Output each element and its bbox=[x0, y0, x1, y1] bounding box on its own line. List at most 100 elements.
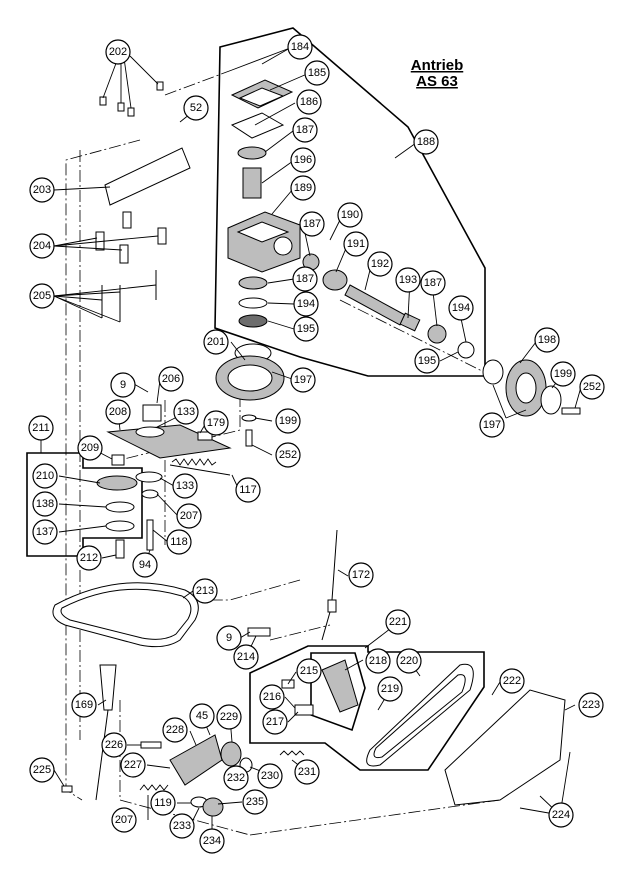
callout-circle bbox=[413, 129, 439, 155]
callout-235: 235 bbox=[242, 789, 268, 815]
callout-circle bbox=[183, 95, 209, 121]
callout-number: 218 bbox=[369, 655, 387, 667]
callout-number: 186 bbox=[300, 96, 318, 108]
callout-number: 188 bbox=[417, 136, 435, 148]
callout-circle bbox=[396, 648, 422, 674]
callout-number: 202 bbox=[109, 46, 127, 58]
callout-circle bbox=[275, 442, 301, 468]
callout-number: 190 bbox=[341, 209, 359, 221]
callout-203: 203 bbox=[29, 177, 55, 203]
callout-227: 227 bbox=[120, 752, 146, 778]
callout-circle bbox=[32, 491, 58, 517]
callout-circle bbox=[29, 233, 55, 259]
callout-circle bbox=[290, 147, 316, 173]
callout-circle bbox=[534, 327, 560, 353]
callout-number: 232 bbox=[227, 772, 245, 784]
callout-117: 117 bbox=[235, 477, 261, 503]
callout-213: 213 bbox=[192, 578, 218, 604]
callout-number: 196 bbox=[294, 154, 312, 166]
callout-224: 224 bbox=[548, 802, 574, 828]
callout-number: 227 bbox=[124, 759, 142, 771]
callout-number: 187 bbox=[303, 218, 321, 230]
callout-number: 187 bbox=[424, 277, 442, 289]
callout-194: 194 bbox=[293, 291, 319, 317]
callout-number: 233 bbox=[173, 820, 191, 832]
callout-circle bbox=[71, 692, 97, 718]
callout-number: 223 bbox=[582, 699, 600, 711]
callout-225: 225 bbox=[29, 757, 55, 783]
belt-tensioner-group-outline bbox=[249, 645, 485, 771]
callout-192: 192 bbox=[367, 251, 393, 277]
callout-number: 204 bbox=[33, 240, 51, 252]
callout-217: 217 bbox=[262, 709, 288, 735]
callout-194: 194 bbox=[448, 295, 474, 321]
callout-45: 45 bbox=[189, 703, 215, 729]
callout-206: 206 bbox=[158, 366, 184, 392]
callout-number: 228 bbox=[166, 724, 184, 736]
callout-number: 172 bbox=[352, 569, 370, 581]
callout-number: 206 bbox=[162, 373, 180, 385]
callout-circle bbox=[162, 717, 188, 743]
callout-circle bbox=[158, 366, 184, 392]
callout-circle bbox=[367, 251, 393, 277]
callout-number: 220 bbox=[400, 655, 418, 667]
callout-number: 194 bbox=[452, 302, 470, 314]
callout-circle bbox=[293, 291, 319, 317]
callout-circle bbox=[189, 703, 215, 729]
callout-circle bbox=[365, 648, 391, 674]
callout-94: 94 bbox=[132, 552, 158, 578]
callout-number: 216 bbox=[263, 691, 281, 703]
callout-208: 208 bbox=[105, 399, 131, 425]
callout-207: 207 bbox=[176, 503, 202, 529]
callout-220: 220 bbox=[396, 648, 422, 674]
callout-circle bbox=[242, 789, 268, 815]
callout-circle bbox=[29, 757, 55, 783]
callout-circle bbox=[259, 684, 285, 710]
callout-number: 137 bbox=[36, 526, 54, 538]
callout-226: 226 bbox=[101, 732, 127, 758]
callout-circle bbox=[385, 609, 411, 635]
callout-number: 197 bbox=[294, 374, 312, 386]
callout-number: 169 bbox=[75, 699, 93, 711]
callout-circle bbox=[176, 503, 202, 529]
callout-circle bbox=[287, 34, 313, 60]
callout-52: 52 bbox=[183, 95, 209, 121]
callout-193: 193 bbox=[395, 267, 421, 293]
callout-179: 179 bbox=[203, 410, 229, 436]
callout-133: 133 bbox=[173, 399, 199, 425]
callout-231: 231 bbox=[294, 759, 320, 785]
callout-circle bbox=[192, 578, 218, 604]
callout-circle bbox=[296, 658, 322, 684]
title-line-1: Antrieb bbox=[411, 57, 464, 74]
callout-197: 197 bbox=[290, 367, 316, 393]
callout-number: 222 bbox=[503, 675, 521, 687]
callout-circle bbox=[499, 668, 525, 694]
callout-number: 225 bbox=[33, 764, 51, 776]
callout-230: 230 bbox=[257, 763, 283, 789]
callout-number: 133 bbox=[177, 406, 195, 418]
callout-number: 184 bbox=[291, 41, 309, 53]
callout-number: 118 bbox=[170, 536, 188, 548]
callout-circle bbox=[101, 732, 127, 758]
callout-169: 169 bbox=[71, 692, 97, 718]
callout-number: 235 bbox=[246, 796, 264, 808]
callout-circle bbox=[28, 415, 54, 441]
callout-172: 172 bbox=[348, 562, 374, 588]
callout-119: 119 bbox=[150, 790, 176, 816]
callout-229: 229 bbox=[216, 704, 242, 730]
callout-number: 208 bbox=[109, 406, 127, 418]
callout-number: 189 bbox=[294, 182, 312, 194]
callout-circle bbox=[120, 752, 146, 778]
callout-number: 207 bbox=[115, 814, 133, 826]
callout-number: 210 bbox=[36, 470, 54, 482]
callout-number: 187 bbox=[296, 273, 314, 285]
callout-circle bbox=[105, 39, 131, 65]
callout-number: 211 bbox=[32, 422, 50, 434]
callout-number: 201 bbox=[207, 336, 225, 348]
callout-252: 252 bbox=[579, 374, 605, 400]
callout-circle bbox=[216, 625, 242, 651]
callout-189: 189 bbox=[290, 175, 316, 201]
callout-number: 133 bbox=[176, 480, 194, 492]
callout-circle bbox=[479, 412, 505, 438]
